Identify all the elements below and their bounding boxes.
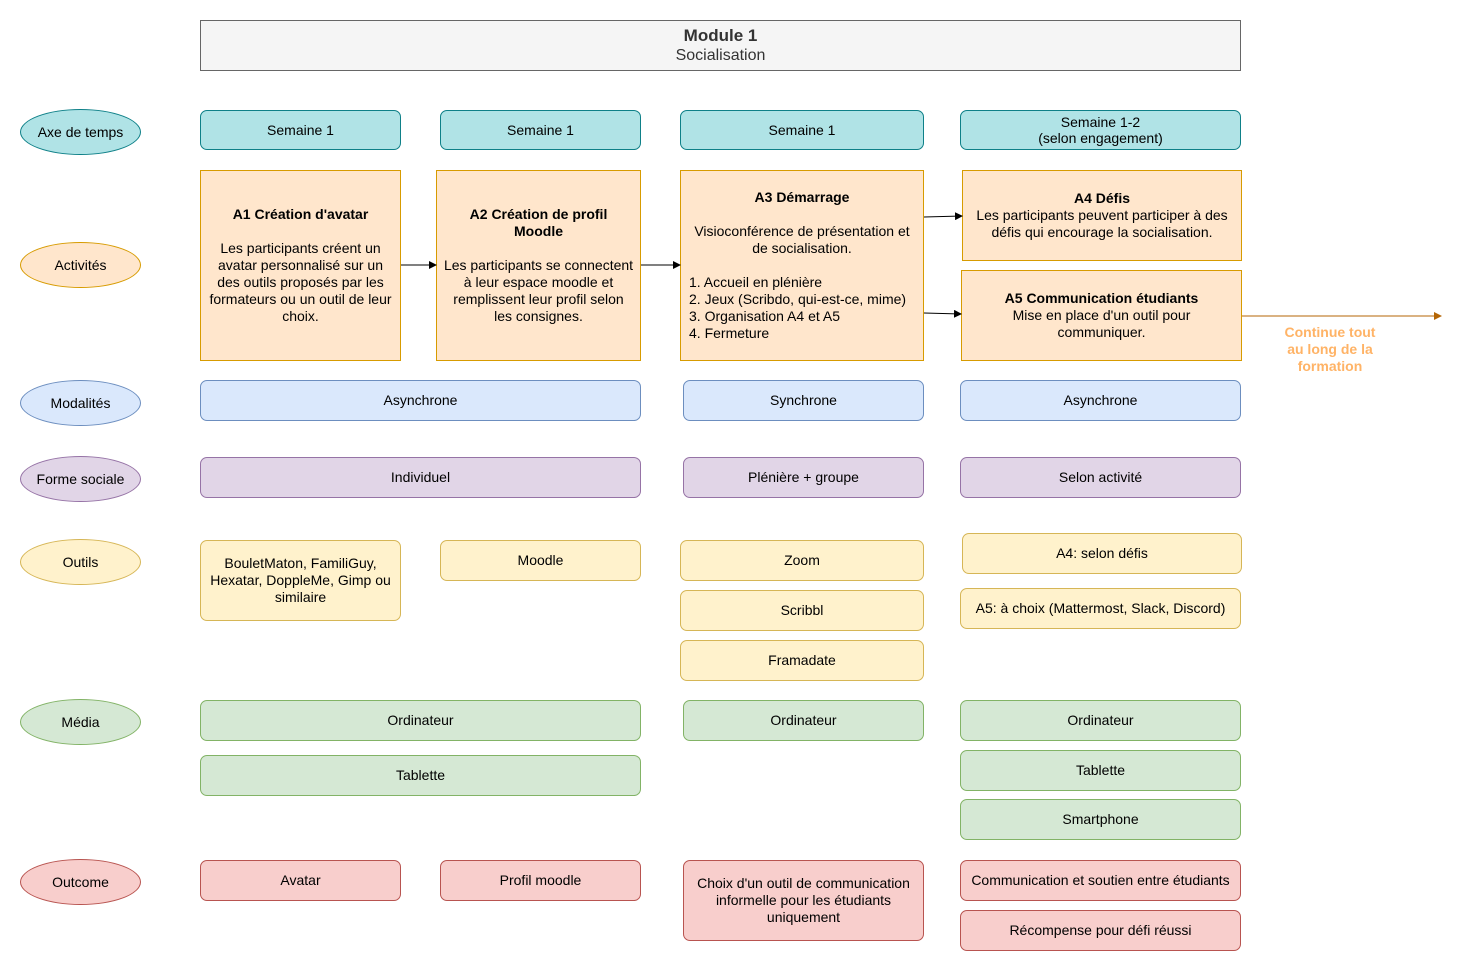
activity-a3: A3 Démarrage Visioconférence de présenta… [680, 170, 924, 361]
outcome-challenge-reward: Récompense pour défi réussi [960, 910, 1241, 951]
activity-a5-text: Mise en place d'un outil pour communique… [1012, 307, 1191, 340]
social-1: Individuel [200, 457, 641, 498]
row-label-media: Média [20, 699, 141, 745]
activity-a5-title: A5 Communication étudiants [1004, 290, 1199, 306]
activity-a3-item: 4. Fermeture [689, 325, 770, 341]
row-label-social: Forme sociale [20, 456, 141, 502]
time-week-4-line2: (selon engagement) [1038, 130, 1163, 146]
time-week-3: Semaine 1 [680, 110, 924, 150]
activity-a4: A4 Défis Les participants peuvent partic… [962, 170, 1242, 261]
activity-a3-text: Visioconférence de présentation et de so… [694, 223, 910, 256]
continue-note: Continue tout au long de la formation [1275, 324, 1385, 375]
tool-moodle: Moodle [440, 540, 641, 581]
social-2: Plénière + groupe [683, 457, 924, 498]
activity-a4-title: A4 Défis [1073, 190, 1131, 206]
time-week-4-line1: Semaine 1-2 [1060, 114, 1141, 130]
social-3: Selon activité [960, 457, 1241, 498]
activity-a1-title: A1 Création d'avatar [232, 206, 369, 222]
time-week-1: Semaine 1 [200, 110, 401, 150]
activity-a2-title: A2 Création de profil Moodle [469, 206, 608, 239]
time-week-2: Semaine 1 [440, 110, 641, 150]
activity-a3-item: 3. Organisation A4 et A5 [689, 308, 840, 324]
tool-a5: A5: à choix (Mattermost, Slack, Discord) [960, 588, 1241, 629]
continue-note-line2: au long de la [1287, 341, 1373, 357]
arrow-a3-a4 [923, 212, 963, 221]
tool-avatar-apps: BouletMaton, FamiliGuy, Hexatar, DoppleM… [200, 540, 401, 621]
row-label-modalities: Modalités [20, 380, 141, 426]
media-tablet-1: Tablette [200, 755, 641, 796]
tool-framadate: Framadate [680, 640, 924, 681]
row-label-time: Axe de temps [20, 109, 141, 155]
media-computer-2: Ordinateur [683, 700, 924, 741]
media-computer-3: Ordinateur [960, 700, 1241, 741]
continue-note-line1: Continue tout [1284, 324, 1376, 340]
outcome-communication-tool: Choix d'un outil de communication inform… [683, 860, 924, 941]
tool-zoom: Zoom [680, 540, 924, 581]
media-smartphone: Smartphone [960, 799, 1241, 840]
row-label-outcome: Outcome [20, 859, 141, 905]
row-label-activities: Activités [20, 242, 141, 288]
row-label-tools: Outils [20, 539, 141, 585]
activity-a5: A5 Communication étudiants Mise en place… [961, 270, 1242, 361]
activity-a1: A1 Création d'avatar Les participants cr… [200, 170, 401, 361]
tool-scribbl: Scribbl [680, 590, 924, 631]
continue-note-line3: formation [1297, 358, 1363, 374]
modality-2: Synchrone [683, 380, 924, 421]
modality-1: Asynchrone [200, 380, 641, 421]
module-header: Module 1 Socialisation [200, 20, 1241, 71]
module-title: Module 1 [683, 26, 758, 45]
activity-a4-text: Les participants peuvent participer à de… [976, 207, 1228, 240]
modality-3: Asynchrone [960, 380, 1241, 421]
outcome-avatar: Avatar [200, 860, 401, 901]
activity-a2-text: Les participants se connectent à leur es… [443, 257, 634, 324]
activity-a3-title: A3 Démarrage [754, 189, 850, 205]
activity-a3-item: 1. Accueil en plénière [689, 274, 823, 290]
activity-a1-text: Les participants créent un avatar person… [209, 240, 392, 324]
media-computer-1: Ordinateur [200, 700, 641, 741]
outcome-moodle-profile: Profil moodle [440, 860, 641, 901]
arrow-a3-a5 [923, 309, 962, 318]
module-subtitle: Socialisation [675, 47, 766, 64]
outcome-student-support: Communication et soutien entre étudiants [960, 860, 1241, 901]
activity-a2: A2 Création de profil Moodle Les partici… [436, 170, 641, 361]
media-tablet-2: Tablette [960, 750, 1241, 791]
activity-a3-item: 2. Jeux (Scribdo, qui-est-ce, mime) [689, 291, 907, 307]
time-week-4: Semaine 1-2 (selon engagement) [960, 110, 1241, 150]
activity-a3-list: 1. Accueil en plénière 2. Jeux (Scribdo,… [687, 274, 906, 342]
tool-a4: A4: selon défis [962, 533, 1242, 574]
